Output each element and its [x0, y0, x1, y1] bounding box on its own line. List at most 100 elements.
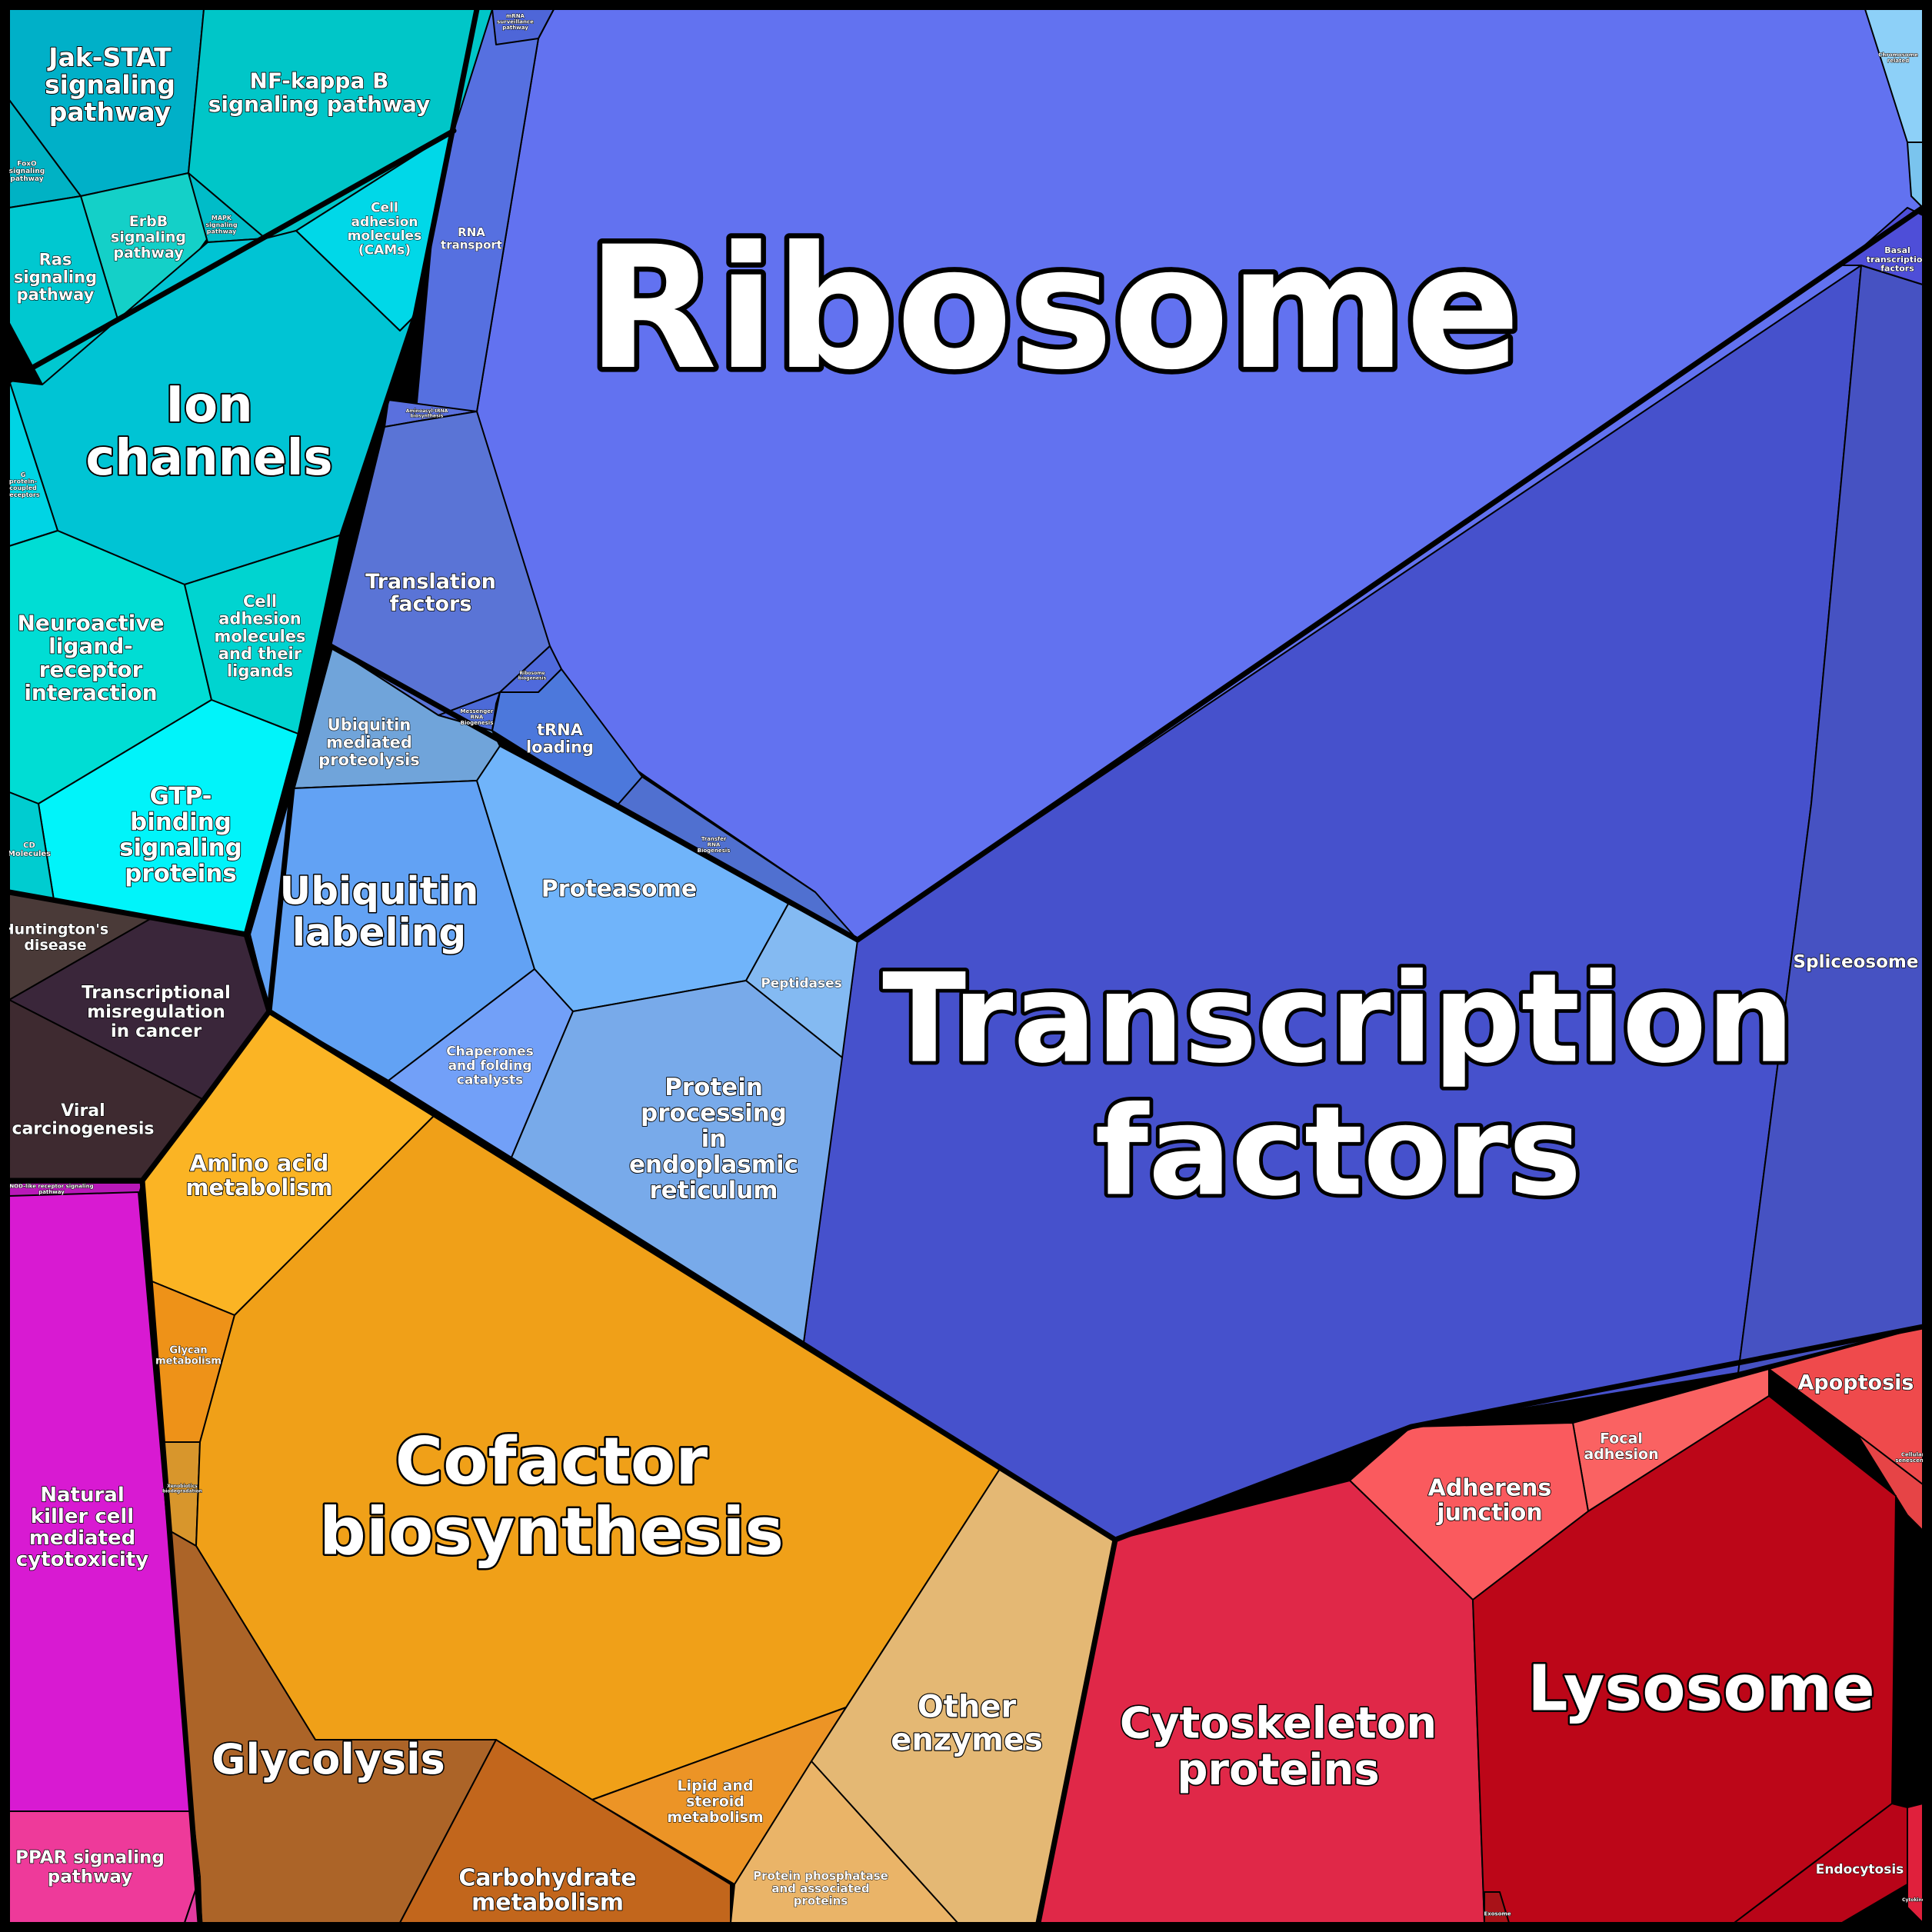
label-line: Ion	[165, 377, 252, 434]
label-apoptosis: Apoptosis	[1798, 1371, 1914, 1395]
label-line: adhesion	[218, 610, 301, 628]
label-line: transcription	[1867, 255, 1929, 265]
label-line: Apoptosis	[1798, 1371, 1914, 1395]
label-line: carcinogenesis	[12, 1120, 154, 1139]
label-line: signaling	[9, 168, 45, 175]
label-line: Lipid and	[678, 1777, 754, 1794]
label-line: Huntington's	[2, 921, 108, 938]
label-line: signaling	[45, 70, 175, 100]
label-line: misregulation	[87, 1002, 225, 1022]
label-line: pathway	[10, 175, 43, 183]
label-line: molecules	[348, 228, 421, 244]
label-line: Peptidases	[761, 976, 842, 991]
label-line: proteolysis	[318, 751, 420, 769]
group-border-0	[243, 6, 480, 938]
label-line: factors	[1880, 264, 1914, 274]
label-line: interaction	[24, 680, 157, 705]
label-line: pathway	[17, 285, 95, 304]
label-line: RNA	[458, 225, 485, 239]
group-border-7	[854, 205, 1926, 943]
label-line: Natural	[40, 1484, 125, 1507]
label-line: biodegradation	[162, 1488, 202, 1494]
label-line: Ubiquitin	[280, 869, 479, 914]
label-proteasome: Proteasome	[541, 876, 697, 903]
label-line: MAPK	[212, 215, 232, 222]
label-line: Biogenesis	[461, 720, 494, 726]
label-line: Chromosome	[1878, 52, 1918, 58]
label-line: mediated	[326, 733, 412, 751]
group-border-4	[328, 643, 861, 943]
label-line: disease	[24, 937, 86, 954]
label-line: Cellular	[1901, 1452, 1925, 1458]
label-line: signaling	[14, 268, 97, 286]
label-line: metabolism	[667, 1809, 763, 1826]
label-line: Focal	[1600, 1430, 1643, 1447]
label-line: pathway	[38, 1189, 65, 1195]
label-line: Exosome	[1484, 1910, 1511, 1917]
label-line: factors	[1095, 1079, 1582, 1223]
label-line: adhesion	[1584, 1446, 1658, 1463]
label-line: pathway	[48, 1867, 132, 1887]
label-line: Cell	[243, 592, 277, 611]
label-line: Spliceosome	[1794, 952, 1919, 972]
group-border-9	[1112, 1324, 1926, 1543]
label-line: and associated	[771, 1881, 869, 1895]
label-line: signaling	[111, 229, 186, 246]
label-line: adhesion	[351, 215, 418, 230]
label-line: killer cell	[31, 1505, 134, 1528]
label-line: Ras	[39, 251, 72, 269]
label-line: Chaperones	[446, 1044, 534, 1060]
group-border-2	[6, 889, 272, 1184]
label-line: proteins	[1177, 1745, 1379, 1795]
label-line: metabolism	[155, 1356, 222, 1367]
label-line: Transcriptional	[82, 983, 231, 1003]
label-line: Lysosome	[1527, 1653, 1874, 1726]
label-line: loading	[526, 738, 594, 757]
label-line: enzymes	[891, 1723, 1043, 1758]
cell-carbohydrate-metabolism	[399, 1739, 731, 1924]
label-line: (CAMs)	[358, 243, 411, 258]
label-line: related	[1887, 58, 1909, 64]
label-line: Neuroactive	[17, 610, 164, 635]
label-line: channels	[85, 430, 332, 487]
label-line: RNA	[471, 715, 484, 721]
label-line: Messenger	[461, 708, 495, 715]
label-line: tRNA	[537, 721, 584, 739]
label-line: signaling	[205, 222, 238, 228]
label-line: biosynthesis	[411, 413, 444, 418]
label-line: pathway	[207, 228, 237, 235]
label-line: pathway	[502, 25, 528, 31]
label-line: processing	[641, 1099, 787, 1127]
label-line: G	[21, 471, 26, 478]
label-line: mRNA	[506, 13, 525, 19]
label-line: RNA	[708, 842, 721, 848]
label-line: GTP-	[149, 783, 212, 811]
